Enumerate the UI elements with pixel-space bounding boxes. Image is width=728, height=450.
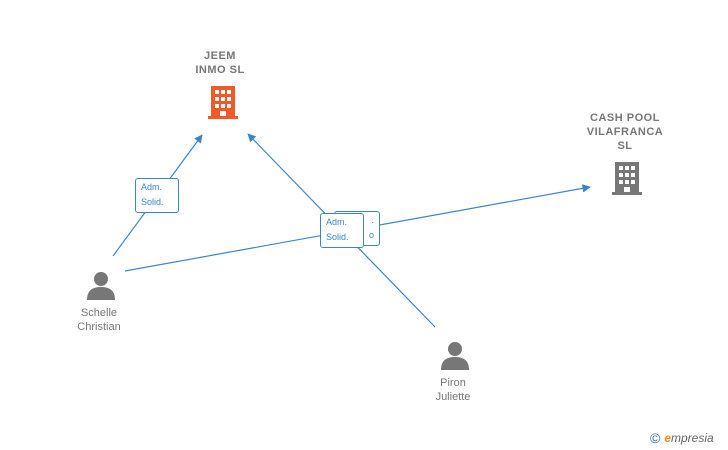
node-schelle-label[interactable]: Schelle Christian bbox=[77, 307, 121, 333]
building-icon[interactable] bbox=[611, 160, 643, 196]
edge-label-schelle-cashpool[interactable]: Adm. Solid. bbox=[320, 213, 364, 248]
brand-name: mpresia bbox=[671, 431, 714, 445]
building-icon[interactable] bbox=[207, 84, 239, 120]
node-piron-label[interactable]: Piron Juliette bbox=[435, 377, 471, 403]
node-cashpool-label[interactable]: CASH POOL VILAFRANCA SL bbox=[586, 112, 664, 152]
person-icon[interactable] bbox=[440, 340, 470, 370]
brand-logo[interactable]: © empresia bbox=[650, 430, 714, 446]
edge-label-schelle-jeem[interactable]: Adm. Solid. bbox=[135, 178, 179, 213]
brand-e: e bbox=[664, 431, 672, 445]
node-jeem-label[interactable]: JEEM INMO SL bbox=[195, 50, 245, 76]
copyright-icon: © bbox=[650, 430, 661, 446]
person-icon[interactable] bbox=[86, 270, 116, 300]
